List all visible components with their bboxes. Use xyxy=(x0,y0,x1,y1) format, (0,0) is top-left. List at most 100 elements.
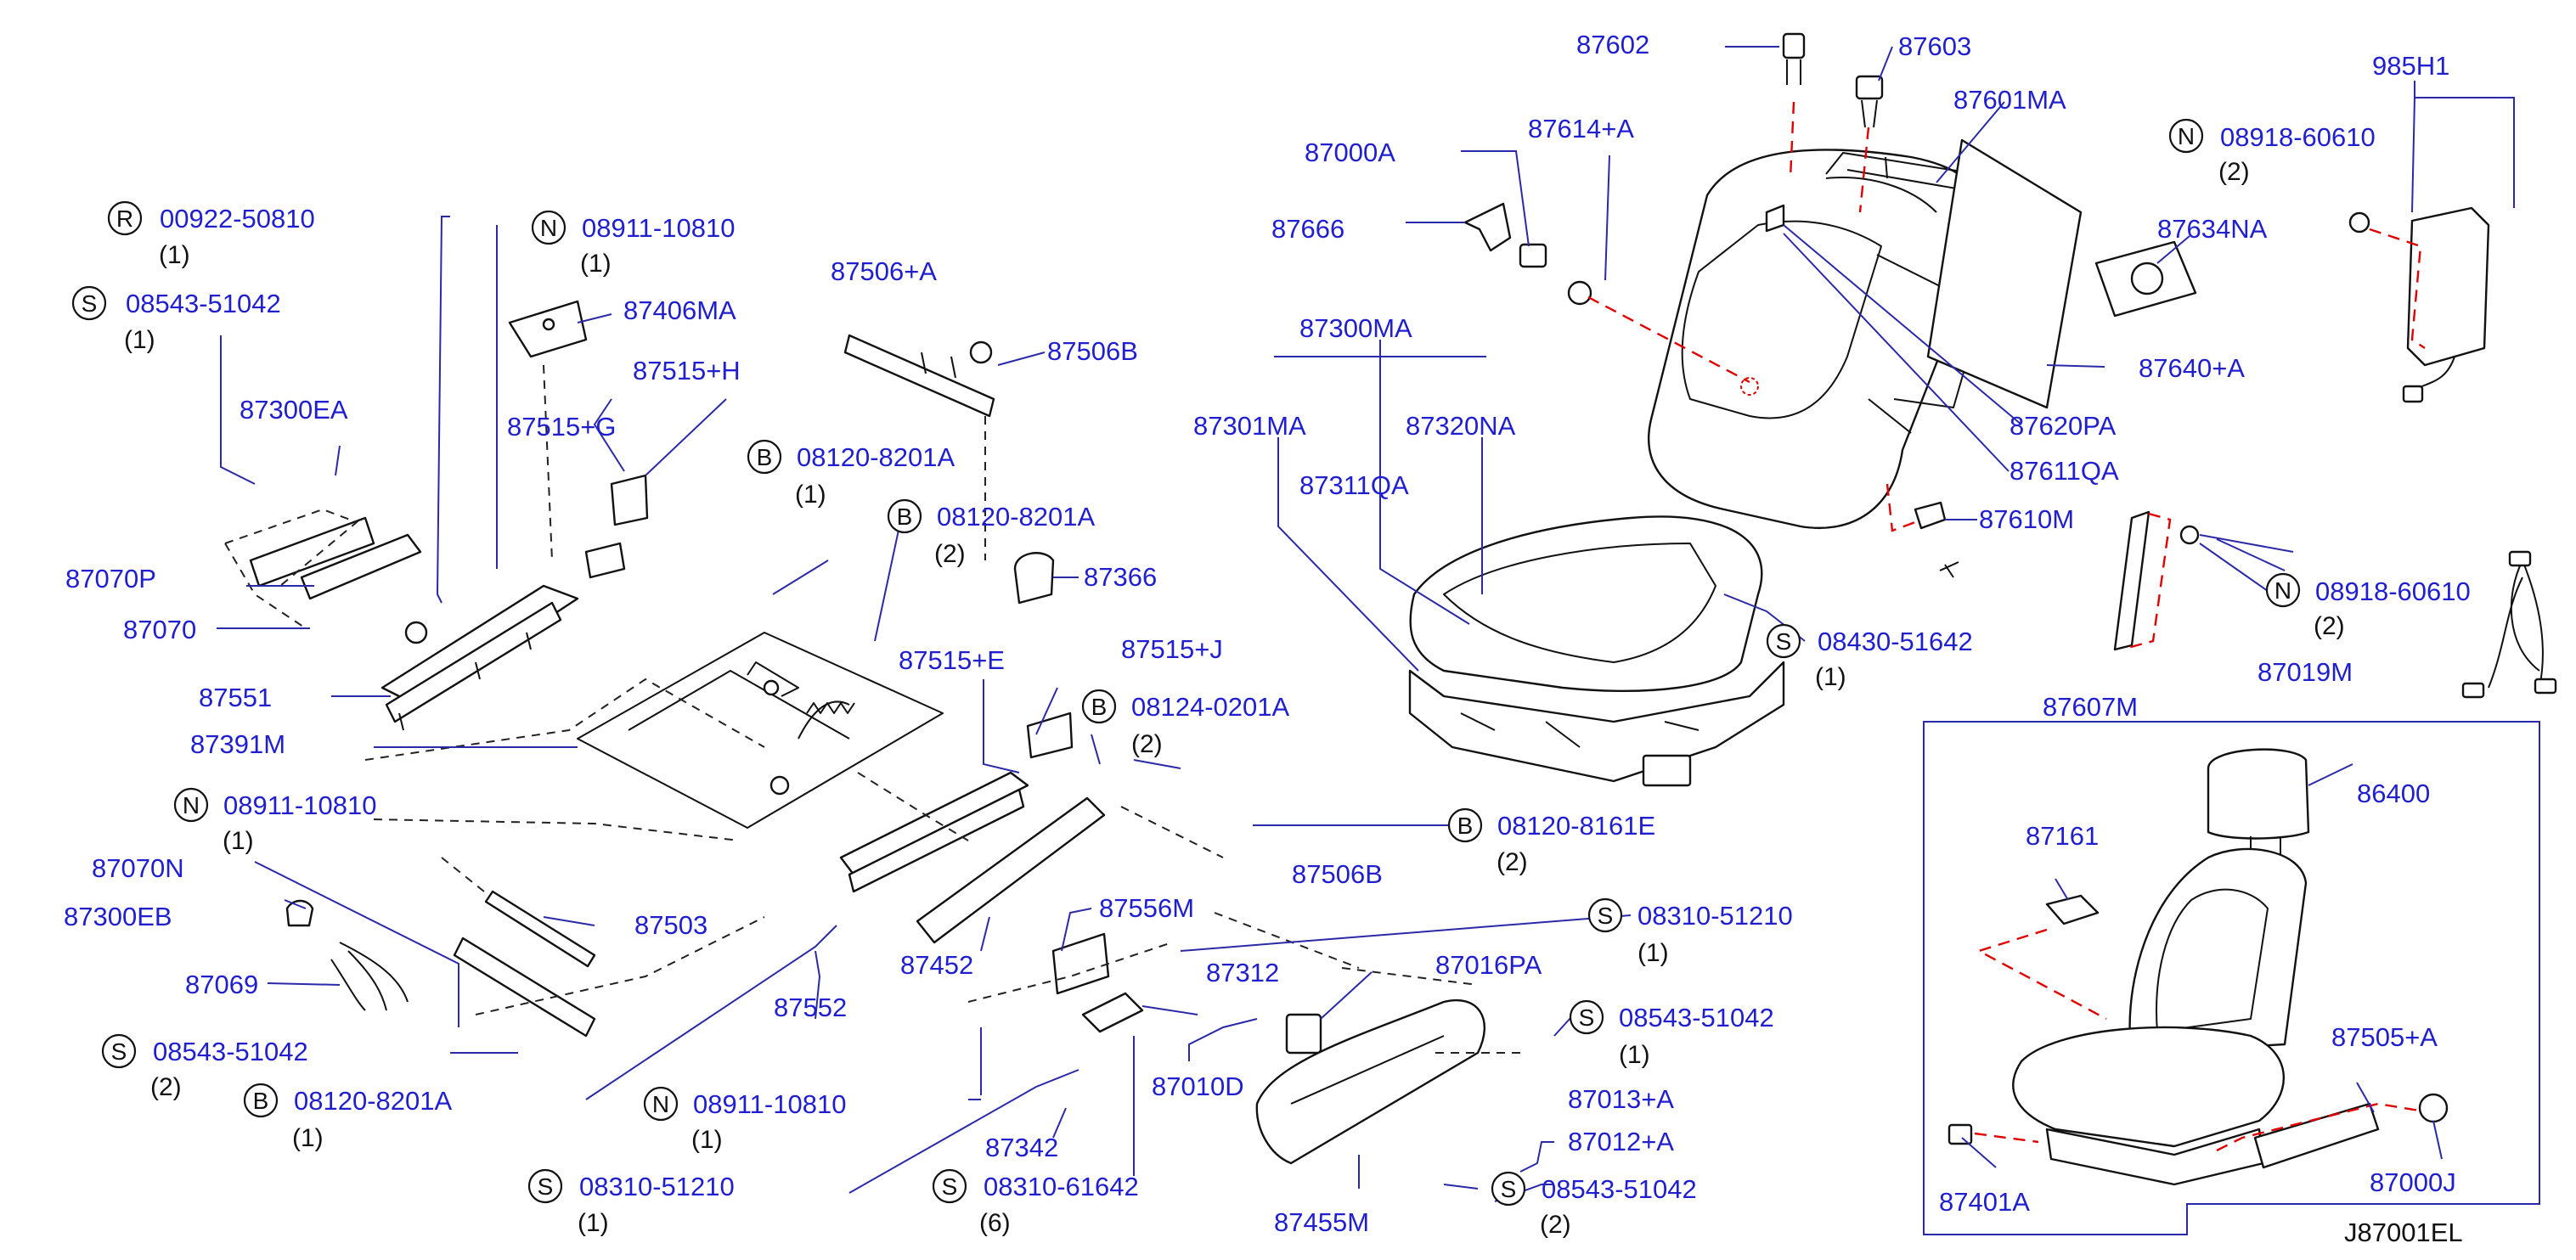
label-87607m: 87607M xyxy=(2043,692,2138,722)
hw-symbol: S xyxy=(1501,1176,1517,1202)
hw-qty: (1) xyxy=(580,250,612,278)
hw-qty: (2) xyxy=(2218,158,2250,186)
hw-s-08430-51642: S 08430-51642 (1) xyxy=(1766,623,1973,691)
label-87070: 87070 xyxy=(123,615,196,644)
label-87640a: 87640+A xyxy=(2139,353,2245,383)
hw-r-00922-50810: R 00922-50810 (1) xyxy=(107,200,315,269)
label-87019m: 87019M xyxy=(2258,657,2353,687)
hw-symbol: S xyxy=(1776,628,1792,655)
hw-part-number: 08310-51210 xyxy=(579,1172,735,1201)
label-87551: 87551 xyxy=(199,683,272,712)
seat-cushion-illustration xyxy=(1408,515,1785,787)
hw-s-08543-51042-a: S 08543-51042 (1) xyxy=(71,285,281,354)
label-87301ma: 87301MA xyxy=(1193,411,1306,441)
hw-symbol: B xyxy=(1091,694,1108,720)
hw-part-number: 08543-51042 xyxy=(153,1037,308,1066)
hw-s-08543-51042-c: S 08543-51042 (1) xyxy=(1569,999,1774,1069)
label-87401a: 87401A xyxy=(1939,1187,2030,1217)
hw-qty: (1) xyxy=(1619,1041,1650,1069)
hw-symbol: B xyxy=(897,503,913,530)
label-87611qa: 87611QA xyxy=(2010,456,2119,486)
hw-qty: (1) xyxy=(159,241,190,269)
label-87391m: 87391M xyxy=(190,729,285,759)
hw-symbol: S xyxy=(1579,1004,1595,1031)
hw-symbol: N xyxy=(183,792,200,818)
hw-qty: (6) xyxy=(979,1209,1011,1237)
label-87012a: 87012+A xyxy=(1568,1127,1674,1156)
hw-qty: (2) xyxy=(1131,730,1163,758)
hw-b-08120-8201a-b: B 08120-8201A (2) xyxy=(887,498,1095,568)
label-87515e: 87515+E xyxy=(899,645,1005,675)
label-87601ma: 87601MA xyxy=(1953,85,2066,115)
label-87342: 87342 xyxy=(985,1133,1058,1162)
hw-qty: (2) xyxy=(1540,1211,1571,1239)
label-87610m: 87610M xyxy=(1979,504,2074,534)
hw-part-number: 08911-10810 xyxy=(582,213,735,243)
label-87161: 87161 xyxy=(2026,821,2099,851)
hw-part-number: 08120-8201A xyxy=(294,1086,452,1116)
hw-s-08543-51042-b: S 08543-51042 (2) xyxy=(101,1033,308,1101)
label-87506b-top: 87506B xyxy=(1047,336,1138,366)
hw-n-08918-60610-b: N 08918-60610 (2) xyxy=(2265,572,2471,640)
hw-qty: (2) xyxy=(150,1073,182,1101)
hw-b-08120-8161e: B 08120-8161E (2) xyxy=(1447,807,1655,876)
label-87069: 87069 xyxy=(185,970,258,999)
hw-part-number: 08543-51042 xyxy=(126,289,281,318)
seat-frame-illustration xyxy=(249,300,1486,1165)
hw-symbol: S xyxy=(82,290,98,317)
label-87312: 87312 xyxy=(1206,958,1279,987)
label-87620pa: 87620PA xyxy=(2010,411,2117,441)
hw-n-08911-10810-c: N 08911-10810 (1) xyxy=(643,1086,846,1154)
label-87634na: 87634NA xyxy=(2157,214,2268,244)
hw-b-08120-8201a-c: B 08120-8201A (1) xyxy=(243,1083,452,1152)
hw-part-number: 08911-10810 xyxy=(693,1089,846,1119)
hw-n-08918-60610-a: N 08918-60610 (2) xyxy=(2168,118,2376,186)
hw-s-08543-51042-d: S 08543-51042 (2) xyxy=(1491,1171,1697,1239)
inset-full-seat xyxy=(1923,721,2540,1235)
hw-qty: (1) xyxy=(292,1124,324,1152)
hardware-labels: R 00922-50810 (1) S 08543-51042 (1) N 08… xyxy=(71,118,2471,1239)
hw-n-08911-10810-a: N 08911-10810 (1) xyxy=(531,210,735,278)
hw-symbol: S xyxy=(1598,903,1614,929)
hw-qty: (2) xyxy=(934,540,966,568)
label-87366: 87366 xyxy=(1084,562,1157,592)
label-87000a: 87000A xyxy=(1305,138,1395,167)
hw-qty: (2) xyxy=(2314,612,2345,640)
hw-symbol: S xyxy=(538,1173,554,1200)
hw-symbol: R xyxy=(116,205,133,232)
label-87602: 87602 xyxy=(1576,30,1649,59)
label-87515h: 87515+H xyxy=(633,356,741,385)
hw-part-number: 08918-60610 xyxy=(2220,122,2376,152)
hw-qty: (1) xyxy=(691,1126,723,1154)
hw-symbol: B xyxy=(253,1088,269,1114)
label-87016pa: 87016PA xyxy=(1435,950,1542,980)
label-87603: 87603 xyxy=(1898,31,1971,61)
hw-part-number: 08310-61642 xyxy=(984,1172,1139,1201)
hw-part-number: 08120-8201A xyxy=(797,442,955,472)
hw-part-number: 08430-51642 xyxy=(1818,627,1973,656)
label-87666: 87666 xyxy=(1271,214,1344,244)
part-labels: 87602 87603 985H1 87601MA 87614+A 87000A… xyxy=(64,30,2456,1237)
side-parts-illustration xyxy=(2094,206,2557,699)
hw-symbol: N xyxy=(2274,577,2291,604)
hw-symbol: N xyxy=(652,1091,669,1117)
label-87300eb: 87300EB xyxy=(64,902,172,931)
hw-b-08120-8201a-a: B 08120-8201A (1) xyxy=(747,439,955,509)
hw-symbol: S xyxy=(111,1038,127,1065)
hw-s-08310-51210-b: S 08310-51210 (1) xyxy=(1587,897,1793,967)
label-86400: 86400 xyxy=(2357,779,2430,808)
hw-part-number: 08543-51042 xyxy=(1542,1174,1697,1204)
label-87300ma: 87300MA xyxy=(1299,313,1412,343)
hw-qty: (1) xyxy=(1637,939,1669,967)
hw-symbol: N xyxy=(540,215,557,241)
label-87311qa: 87311QA xyxy=(1299,470,1409,500)
label-87320na: 87320NA xyxy=(1406,411,1516,441)
hw-symbol: S xyxy=(942,1173,958,1200)
hw-part-number: 08310-51210 xyxy=(1637,901,1793,931)
label-87452: 87452 xyxy=(900,950,973,980)
label-87070p: 87070P xyxy=(65,564,156,593)
hw-qty: (1) xyxy=(578,1209,609,1237)
hw-part-number: 08918-60610 xyxy=(2315,577,2471,606)
label-985h1: 985H1 xyxy=(2372,51,2449,81)
hw-s-08310-51210-a: S 08310-51210 (1) xyxy=(527,1168,735,1237)
